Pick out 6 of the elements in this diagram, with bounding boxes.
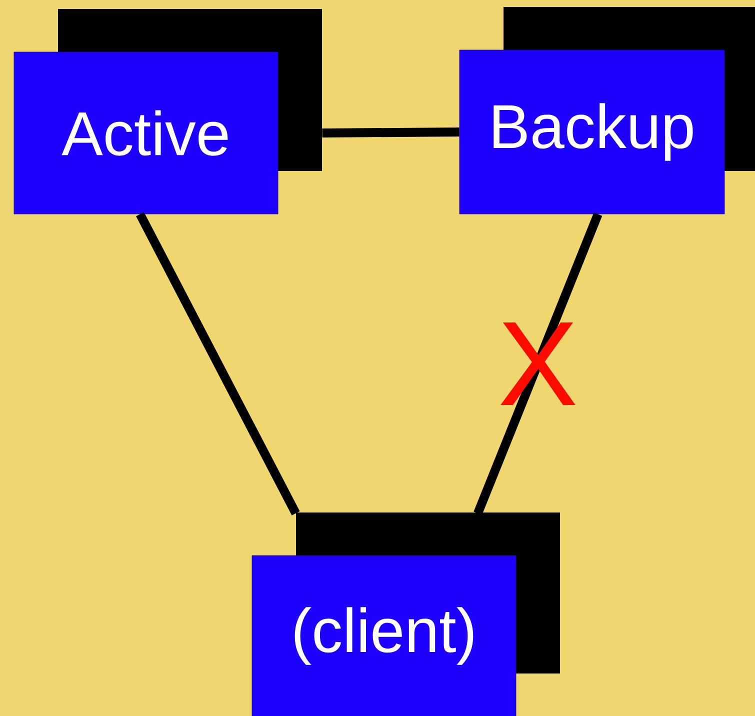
- process-box: Active: [14, 52, 278, 214]
- process-box: (client): [252, 555, 516, 716]
- connector-line: [474, 212, 602, 515]
- connector-line: [136, 212, 300, 516]
- process-box: Backup: [459, 50, 725, 214]
- connector-line: [322, 128, 460, 138]
